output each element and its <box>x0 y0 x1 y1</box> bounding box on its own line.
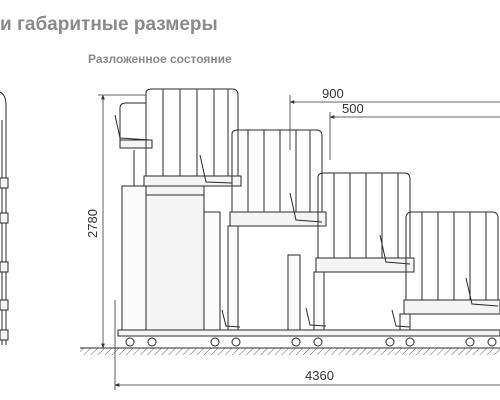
length-dimension <box>114 300 500 390</box>
bleacher-structure <box>114 88 500 337</box>
step-depth-dimension <box>289 95 500 150</box>
seat-depth-label: 500 <box>342 101 364 116</box>
left-partial-structure <box>0 91 9 345</box>
wheels <box>125 337 497 347</box>
section-heading: и габаритные размеры <box>0 14 218 35</box>
height-dimension <box>98 94 146 349</box>
view-subtitle: Разложенное состояние <box>88 52 232 66</box>
step-depth-label: 900 <box>322 86 344 101</box>
height-dimension-label: 2780 <box>85 209 100 238</box>
length-dimension-label: 4360 <box>305 368 334 383</box>
ground-line <box>80 347 500 355</box>
seat-depth-dimension <box>329 112 500 160</box>
